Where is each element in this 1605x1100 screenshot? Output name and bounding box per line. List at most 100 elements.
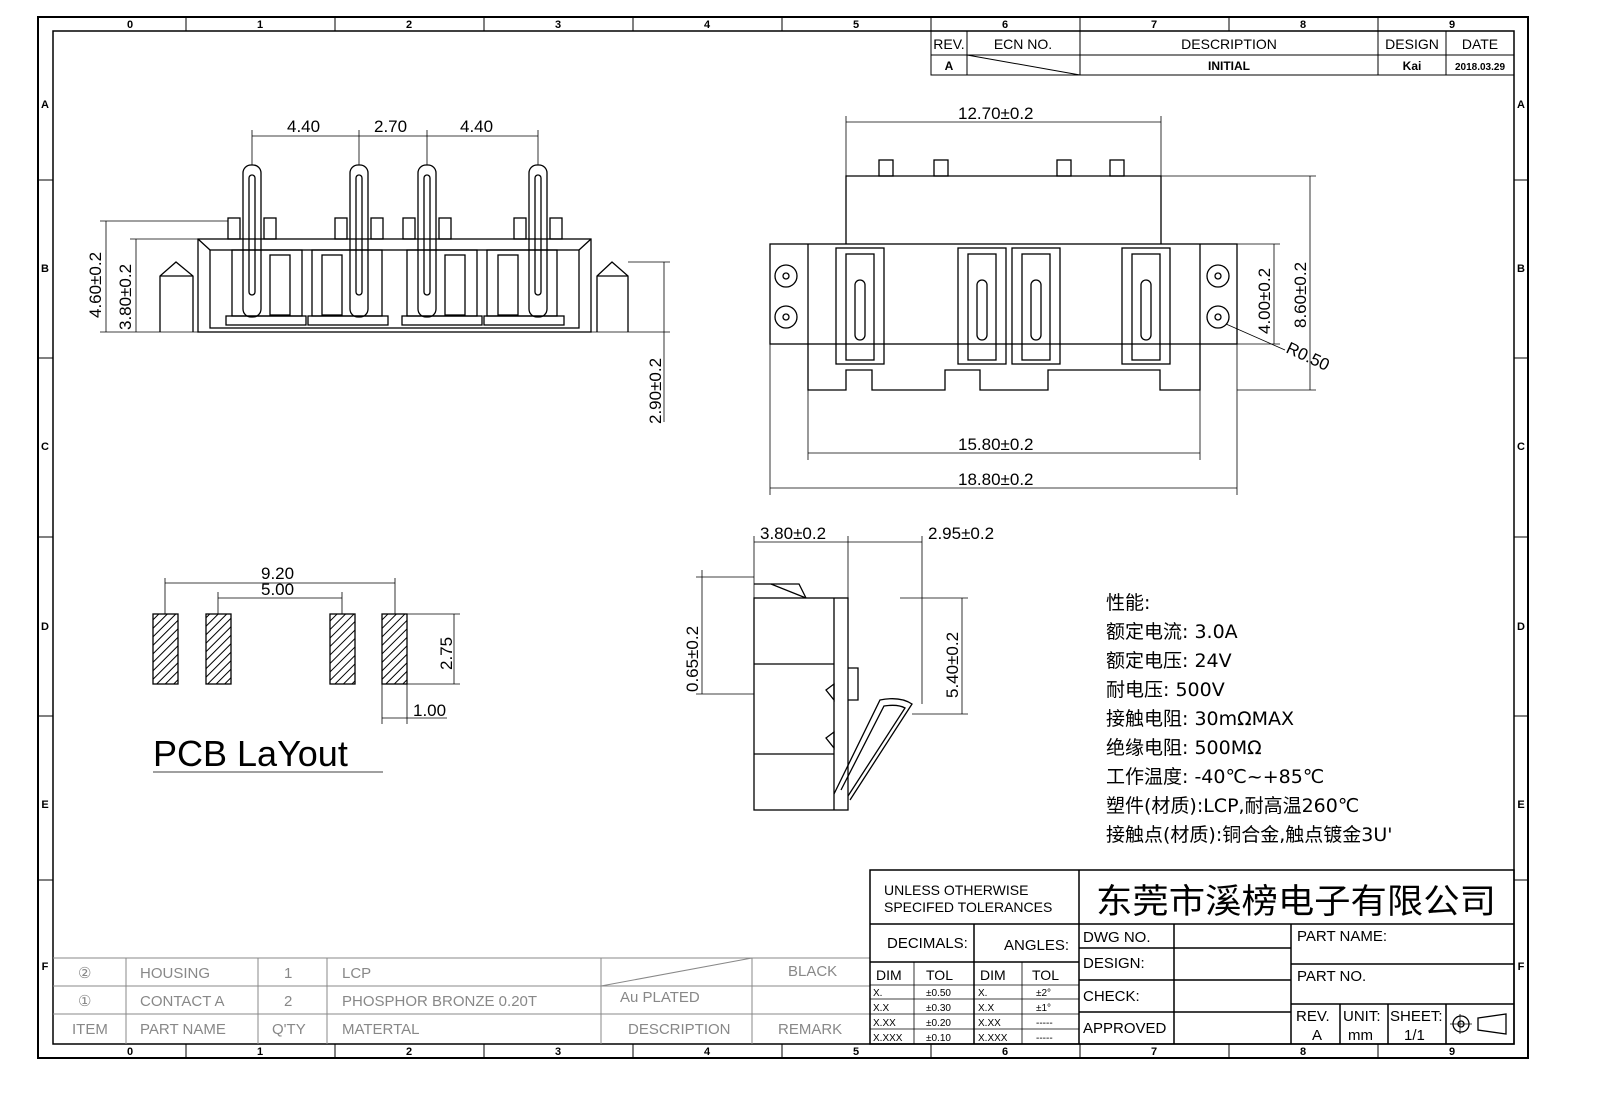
- unit-label: UNIT:: [1343, 1008, 1381, 1025]
- top-view-dimlines: [769, 116, 1316, 495]
- bom-header-material: MATERTAL: [342, 1021, 420, 1038]
- spec-line: 绝缘电阻: 500MΩ: [1106, 737, 1262, 759]
- part-no-label: PART NO.: [1297, 968, 1366, 985]
- check-label: CHECK:: [1083, 988, 1140, 1005]
- dim-label: 4.00±0.2: [1255, 268, 1274, 334]
- zone-label: 9: [1449, 19, 1455, 31]
- sheet-label: SHEET:: [1390, 1008, 1443, 1025]
- dim-label: 12.70±0.2: [958, 104, 1034, 123]
- tol-dim: X.XXX: [873, 1033, 903, 1044]
- dim-label: R0.50: [1283, 338, 1332, 374]
- dim-label: 5.40±0.2: [943, 632, 962, 698]
- zone-label: A: [1517, 99, 1525, 111]
- spec-line: 塑件(材质):LCP,耐高温260℃: [1106, 795, 1359, 817]
- zone-label: 6: [1002, 1046, 1008, 1058]
- zone-label: 8: [1300, 19, 1306, 31]
- zone-label: C: [1517, 441, 1525, 453]
- bom-part: HOUSING: [140, 965, 210, 982]
- approved-label: APPROVED: [1083, 1020, 1167, 1037]
- zone-label: 4: [704, 1046, 711, 1058]
- dim-col-label: DIM: [980, 967, 1006, 983]
- zone-label: 7: [1151, 1046, 1157, 1058]
- tolerance-subtitle: SPECIFED TOLERANCES: [884, 899, 1052, 915]
- bom-header-item: ITEM: [72, 1021, 108, 1038]
- tol-dim: X.XX: [978, 1018, 1001, 1029]
- dim-label: 4.40: [287, 117, 320, 136]
- rev-header: REV.: [933, 36, 964, 52]
- front-view: [159, 164, 629, 333]
- tol-value: ±0.30: [926, 1003, 951, 1014]
- zone-label: 3: [555, 1046, 561, 1058]
- zone-label: 9: [1449, 1046, 1455, 1058]
- spec-line: 工作温度: -40℃~+85℃: [1106, 766, 1324, 788]
- zone-label: C: [41, 441, 49, 453]
- dim-label: 3.80±0.2: [760, 524, 826, 543]
- front-view-dims: 4.40 2.70 4.40 4.60±0.2 3.80±0.2 2.90±0.…: [86, 117, 665, 424]
- zone-label: E: [41, 799, 48, 811]
- design-header: DESIGN: [1385, 36, 1439, 52]
- top-view: [769, 159, 1238, 391]
- pcb-layout-title: PCB LaYout: [153, 733, 348, 774]
- zone-label: D: [1517, 621, 1525, 633]
- tol-dim: X.X: [978, 1003, 994, 1014]
- dim-label: 4.60±0.2: [86, 252, 105, 318]
- rev-label: REV.: [1296, 1008, 1330, 1025]
- zone-label: 0: [127, 19, 133, 31]
- bom-qty: 2: [284, 993, 292, 1010]
- zone-label: 5: [853, 1046, 859, 1058]
- performance-specs: 性能: 额定电流: 3.0A 额定电压: 24V 耐电压: 500V 接触电阻:…: [1106, 592, 1393, 846]
- zone-label: 5: [853, 19, 859, 31]
- dwg-no-label: DWG NO.: [1083, 929, 1151, 946]
- tol-col-label: TOL: [1032, 967, 1059, 983]
- dim-label: 18.80±0.2: [958, 470, 1034, 489]
- side-view: [753, 583, 913, 811]
- decimals-label: DECIMALS:: [887, 935, 968, 952]
- company-name: 东莞市溪榜电子有限公司: [1096, 882, 1496, 922]
- bom-item: ②: [78, 965, 91, 982]
- zone-label: F: [42, 961, 49, 973]
- tol-dim: X.: [873, 988, 882, 999]
- pcb-pad: [329, 613, 356, 685]
- dim-label: 2.75: [437, 637, 456, 670]
- pcb-layout: 9.20 5.00 2.75 1.00 PCB LaYout: [152, 564, 460, 774]
- rev-value: A: [1312, 1027, 1322, 1044]
- date-value: 2018.03.29: [1455, 62, 1505, 73]
- pcb-pad: [205, 613, 232, 685]
- bom-header-part: PART NAME: [140, 1021, 226, 1038]
- bom-material: PHOSPHOR BRONZE 0.20T: [342, 993, 537, 1010]
- dim-col-label: DIM: [876, 967, 902, 983]
- spec-line: 性能:: [1106, 592, 1150, 614]
- pcb-pad: [152, 613, 179, 685]
- zone-label: 2: [406, 1046, 412, 1058]
- tol-value: ±0.50: [926, 988, 951, 999]
- zone-label: 7: [1151, 19, 1157, 31]
- bom-header-qty: Q'TY: [272, 1021, 306, 1038]
- zone-ticks: [38, 17, 1528, 1058]
- top-view-dims: 12.70±0.2 15.80±0.2 18.80±0.2 4.00±0.2 8…: [958, 104, 1332, 489]
- bom-header-remark: REMARK: [778, 1021, 842, 1038]
- dim-label: 1.00: [413, 701, 446, 720]
- bom-material: LCP: [342, 965, 371, 982]
- zone-label: 4: [704, 19, 711, 31]
- ecn-header: ECN NO.: [994, 36, 1052, 52]
- bom-remark: BLACK: [788, 963, 837, 980]
- zone-label: B: [41, 263, 49, 275]
- tol-value: ±1°: [1036, 1003, 1051, 1014]
- spec-line: 额定电流: 3.0A: [1106, 621, 1238, 643]
- zone-label: 6: [1002, 19, 1008, 31]
- bom-table: ② HOUSING 1 LCP BLACK ① CONTACT A 2 PHOS…: [53, 957, 870, 1044]
- tol-dim: X.: [978, 988, 987, 999]
- dim-label: 2.70: [374, 117, 407, 136]
- description-value: INITIAL: [1208, 59, 1250, 73]
- tolerance-title: UNLESS OTHERWISE: [884, 882, 1028, 898]
- rev-value: A: [945, 59, 954, 73]
- sheet-value: 1/1: [1404, 1027, 1425, 1044]
- dim-label: 8.60±0.2: [1291, 262, 1310, 328]
- zone-label: B: [1517, 263, 1525, 275]
- tol-value: ±2°: [1036, 988, 1051, 999]
- dim-label: 5.00: [261, 580, 294, 599]
- dim-label: 9.20: [261, 564, 294, 583]
- part-name-label: PART NAME:: [1297, 928, 1387, 945]
- bom-item: ①: [78, 993, 91, 1010]
